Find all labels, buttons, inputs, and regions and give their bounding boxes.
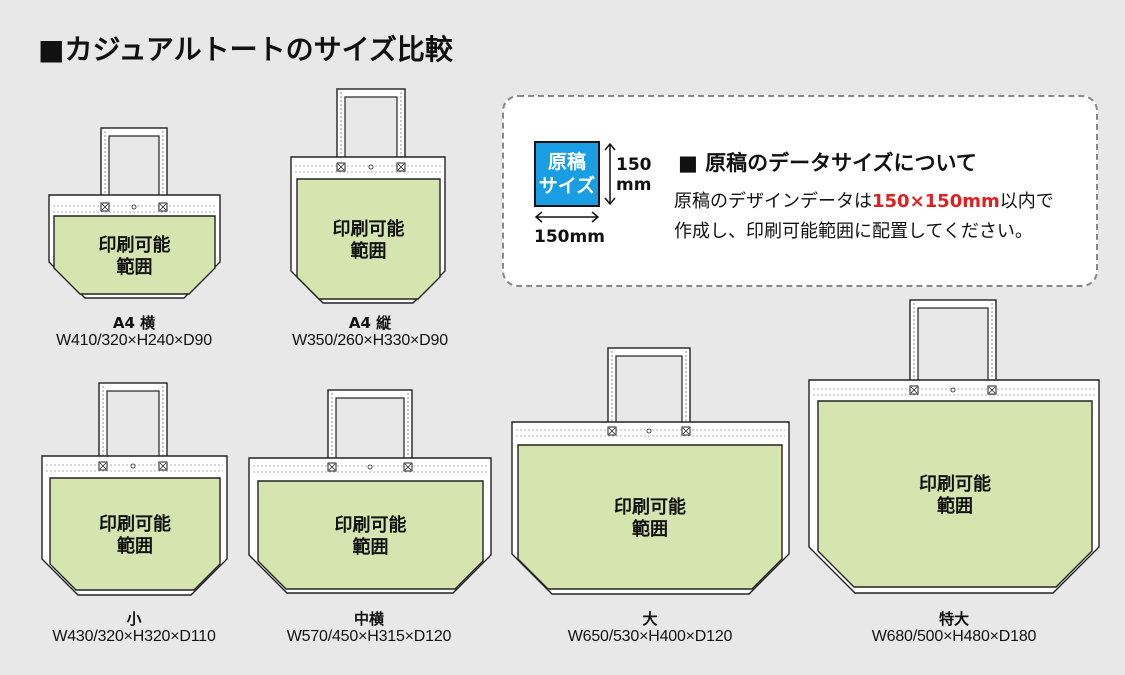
horizontal-dimension-label: 150mm (534, 227, 605, 247)
bag-a4-yoko-print-area (53, 215, 216, 295)
bag-a4-tate-print-label-line2: 範囲 (351, 240, 387, 262)
bag-large-print-label-line2: 範囲 (632, 518, 668, 540)
bag-dims-a4-yoko: W410/320×H240×D90 (56, 332, 212, 349)
bag-a4-tate-print-label-line1: 印刷可能 (333, 218, 405, 240)
max-size-highlight: 150×150mm (872, 191, 1000, 212)
bag-large-handle-inner (615, 355, 683, 429)
bag-small-print-label-line1: 印刷可能 (99, 513, 171, 535)
page-title: ■カジュアルトートのサイズ比較 (38, 33, 453, 66)
bag-a4-yoko-print-label-line1: 印刷可能 (99, 234, 171, 256)
bag-a4-tate-rivet-1-x2 (397, 163, 405, 171)
bag-dims-a4-tate: W350/260×H330×D90 (292, 332, 448, 349)
bag-xlarge-snap (950, 387, 956, 393)
bag-dims-xlarge: W680/500×H480×D180 (871, 628, 1037, 645)
vertical-dimension-label: 150 mm (616, 155, 652, 195)
bag-small-snap (130, 463, 136, 469)
bag-a4-yoko-handle-inner (108, 135, 160, 202)
info-body-line2: 作成し、印刷可能範囲に配置してください。 (674, 221, 1033, 242)
bag-small-rivet-1-x2 (159, 462, 167, 470)
bag-large-snap (646, 428, 652, 434)
sample-label-line2: サイズ (538, 175, 596, 197)
info-heading: ■ 原稿のデータサイズについて (678, 151, 977, 175)
data-size-info-box: 原稿 サイズ 150 mm 150mm ■ 原稿のデータサイズについて 原稿のデ… (502, 95, 1098, 287)
vertical-dim-value: 150 (616, 155, 652, 175)
bag-small-rivet-0-x2 (99, 462, 107, 470)
info-body: 原稿のデザインデータは150×150mm以内で 作成し、印刷可能範囲に配置してく… (674, 187, 1054, 247)
bag-dims-large: W650/530×H400×D120 (567, 628, 733, 645)
info-body-line1: 原稿のデザインデータは150×150mm以内で (674, 187, 1054, 217)
vertical-dim-unit: mm (616, 175, 652, 195)
bag-name-a4-yoko: A4 横 (112, 314, 156, 332)
bag-a4-tate-snap (368, 164, 374, 170)
bag-medium-rivet-0-x2 (328, 463, 336, 471)
bag-xlarge-print-label-line1: 印刷可能 (919, 473, 991, 495)
bag-a4-yoko-rivet-0-x2 (101, 203, 109, 211)
info-body-suffix: 以内で (999, 191, 1054, 212)
bag-name-xlarge: 特大 (938, 610, 970, 628)
bag-a4-yoko-print-label-line2: 範囲 (117, 256, 153, 278)
bag-small-handle-inner (106, 390, 160, 463)
bag-medium-handle-inner (335, 397, 405, 465)
bag-medium-snap (367, 464, 373, 470)
bag-large-print-label-line1: 印刷可能 (614, 496, 686, 518)
bag-xlarge-print-label-line2: 範囲 (937, 495, 973, 517)
bag-medium-print-label-line1: 印刷可能 (335, 514, 407, 536)
bag-large-rivet-0-x2 (608, 427, 616, 435)
horizontal-dimension-arrow-icon (534, 211, 600, 223)
bag-medium-print-area (257, 480, 484, 590)
bag-xlarge-handle-inner (917, 307, 989, 387)
bag-a4-yoko-rivet-1-x2 (159, 203, 167, 211)
vertical-dimension-arrow-icon (604, 142, 616, 206)
bag-xlarge-rivet-1-x2 (988, 386, 996, 394)
bag-name-small: 小 (126, 610, 142, 628)
sample-label-line1: 原稿 (547, 151, 586, 173)
bag-small-print-label-line2: 範囲 (117, 535, 153, 557)
bag-small-print-area (49, 477, 221, 591)
bag-dims-small: W430/320×H320×D110 (52, 628, 216, 645)
bag-medium-print-label-line2: 範囲 (353, 536, 389, 558)
bag-a4-tate-rivet-0-x2 (337, 163, 345, 171)
bag-name-a4-tate: A4 縦 (348, 314, 392, 332)
bag-medium-rivet-1-x2 (404, 463, 412, 471)
bag-a4-tate-handle-inner (344, 96, 398, 164)
bag-name-large: 大 (642, 610, 658, 628)
bag-dims-medium: W570/450×H315×D120 (286, 628, 452, 645)
bag-a4-yoko-snap (131, 204, 137, 210)
bag-xlarge-print-area (817, 400, 1093, 588)
sample-size-square: 原稿 サイズ (534, 141, 600, 207)
bag-large-rivet-1-x2 (682, 427, 690, 435)
bag-name-medium: 中横 (353, 610, 385, 628)
bag-large-print-area (517, 444, 783, 590)
bag-xlarge-rivet-0-x2 (910, 386, 918, 394)
bag-a4-tate-print-area (296, 178, 441, 300)
info-body-prefix: 原稿のデザインデータは (674, 191, 872, 212)
